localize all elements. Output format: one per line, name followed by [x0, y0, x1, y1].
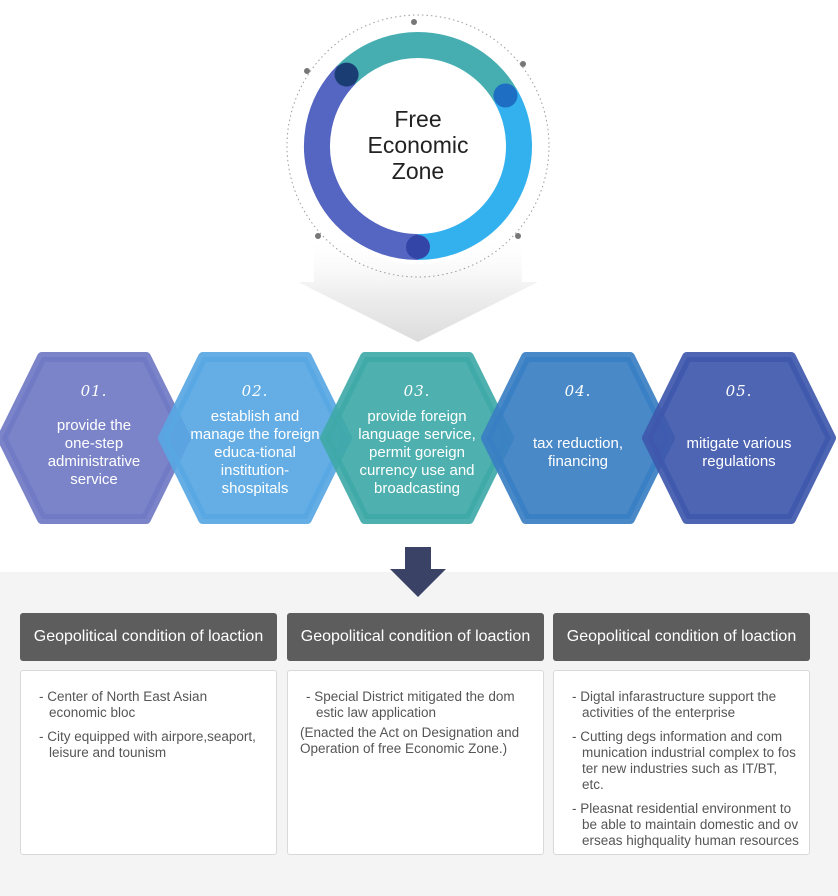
- ring-segment-indigo: [304, 65, 419, 260]
- column-header: Geopolitical condition of loaction: [287, 613, 544, 661]
- step-number: 04.: [564, 382, 592, 400]
- list-item: - City equipped with airpore,seaport, le…: [39, 729, 256, 760]
- step-label-line: institution-: [220, 462, 290, 479]
- zone-title: Free Economic Zone: [348, 106, 488, 184]
- step-label-line: service: [70, 471, 118, 488]
- column-header: Geopolitical condition of loaction: [553, 613, 810, 661]
- ring-node-indigo: [406, 235, 430, 259]
- ring-segment-sky: [417, 89, 532, 260]
- column-box: - Center of North East Asian economic bl…: [20, 670, 277, 855]
- free-economic-zone-diagram: [286, 14, 550, 342]
- list-item: - Pleasnat residential environment to be…: [572, 801, 799, 848]
- column-box: - Digtal infarastructure support the act…: [553, 670, 810, 855]
- list-item: - Special District mitigated the dom est…: [306, 689, 515, 720]
- step-hexagon: [642, 352, 836, 524]
- list-item: - Digtal infarastructure support the act…: [572, 689, 777, 720]
- column-header: Geopolitical condition of loaction: [20, 613, 277, 661]
- step-label-line: educa-tional: [214, 444, 296, 461]
- step-number: 03.: [403, 382, 431, 400]
- zone-title-line: Free: [394, 106, 442, 132]
- step-label-line: mitigate various: [686, 435, 792, 452]
- step-label-line: manage the foreign: [190, 426, 320, 443]
- step-label-line: currency use and: [359, 462, 475, 479]
- ring-segment-teal: [337, 32, 517, 103]
- step-hexagon: [481, 352, 675, 524]
- step-label-line: regulations: [702, 453, 776, 470]
- step-hexagon: [158, 352, 352, 524]
- step-label: tax reduction,financing: [503, 405, 653, 501]
- ring-node-dark: [334, 62, 359, 87]
- ring: [304, 32, 532, 260]
- step-label-line: provide the: [56, 417, 132, 434]
- step-label-line: tax reduction,: [532, 435, 624, 452]
- step-label-line: financing: [547, 453, 609, 470]
- step-hexagon: [0, 352, 191, 524]
- step-label-line: one-step: [64, 435, 124, 452]
- step-label-line: broadcasting: [374, 480, 460, 497]
- down-arrow-icon: [390, 547, 446, 597]
- column-box: - Special District mitigated the dom est…: [287, 670, 544, 855]
- step-label-line: permit goreign: [369, 444, 465, 461]
- list-note: (Enacted the Act on Designation and Oper…: [300, 725, 520, 756]
- step-number: 05.: [725, 382, 753, 400]
- step-label-line: establish and: [210, 408, 300, 425]
- list-item: - Center of North East Asian economic bl…: [39, 689, 208, 720]
- zone-title-line: Zone: [391, 158, 445, 184]
- step-label-line: shospitals: [221, 480, 289, 497]
- ring-node-blue: [493, 83, 518, 108]
- step-number: 01.: [80, 382, 108, 400]
- step-label-line: language service,: [358, 426, 476, 443]
- list-item: - Cutting degs information and com munic…: [572, 729, 796, 792]
- funnel-arrow: [298, 236, 538, 342]
- zone-title-line: Economic: [367, 132, 469, 158]
- step-label-line: administrative: [47, 453, 141, 470]
- step-label-line: provide foreign: [367, 408, 467, 425]
- step-hexagon: [320, 352, 514, 524]
- step-number: 02.: [241, 382, 269, 400]
- dotted-orbit: [286, 14, 550, 278]
